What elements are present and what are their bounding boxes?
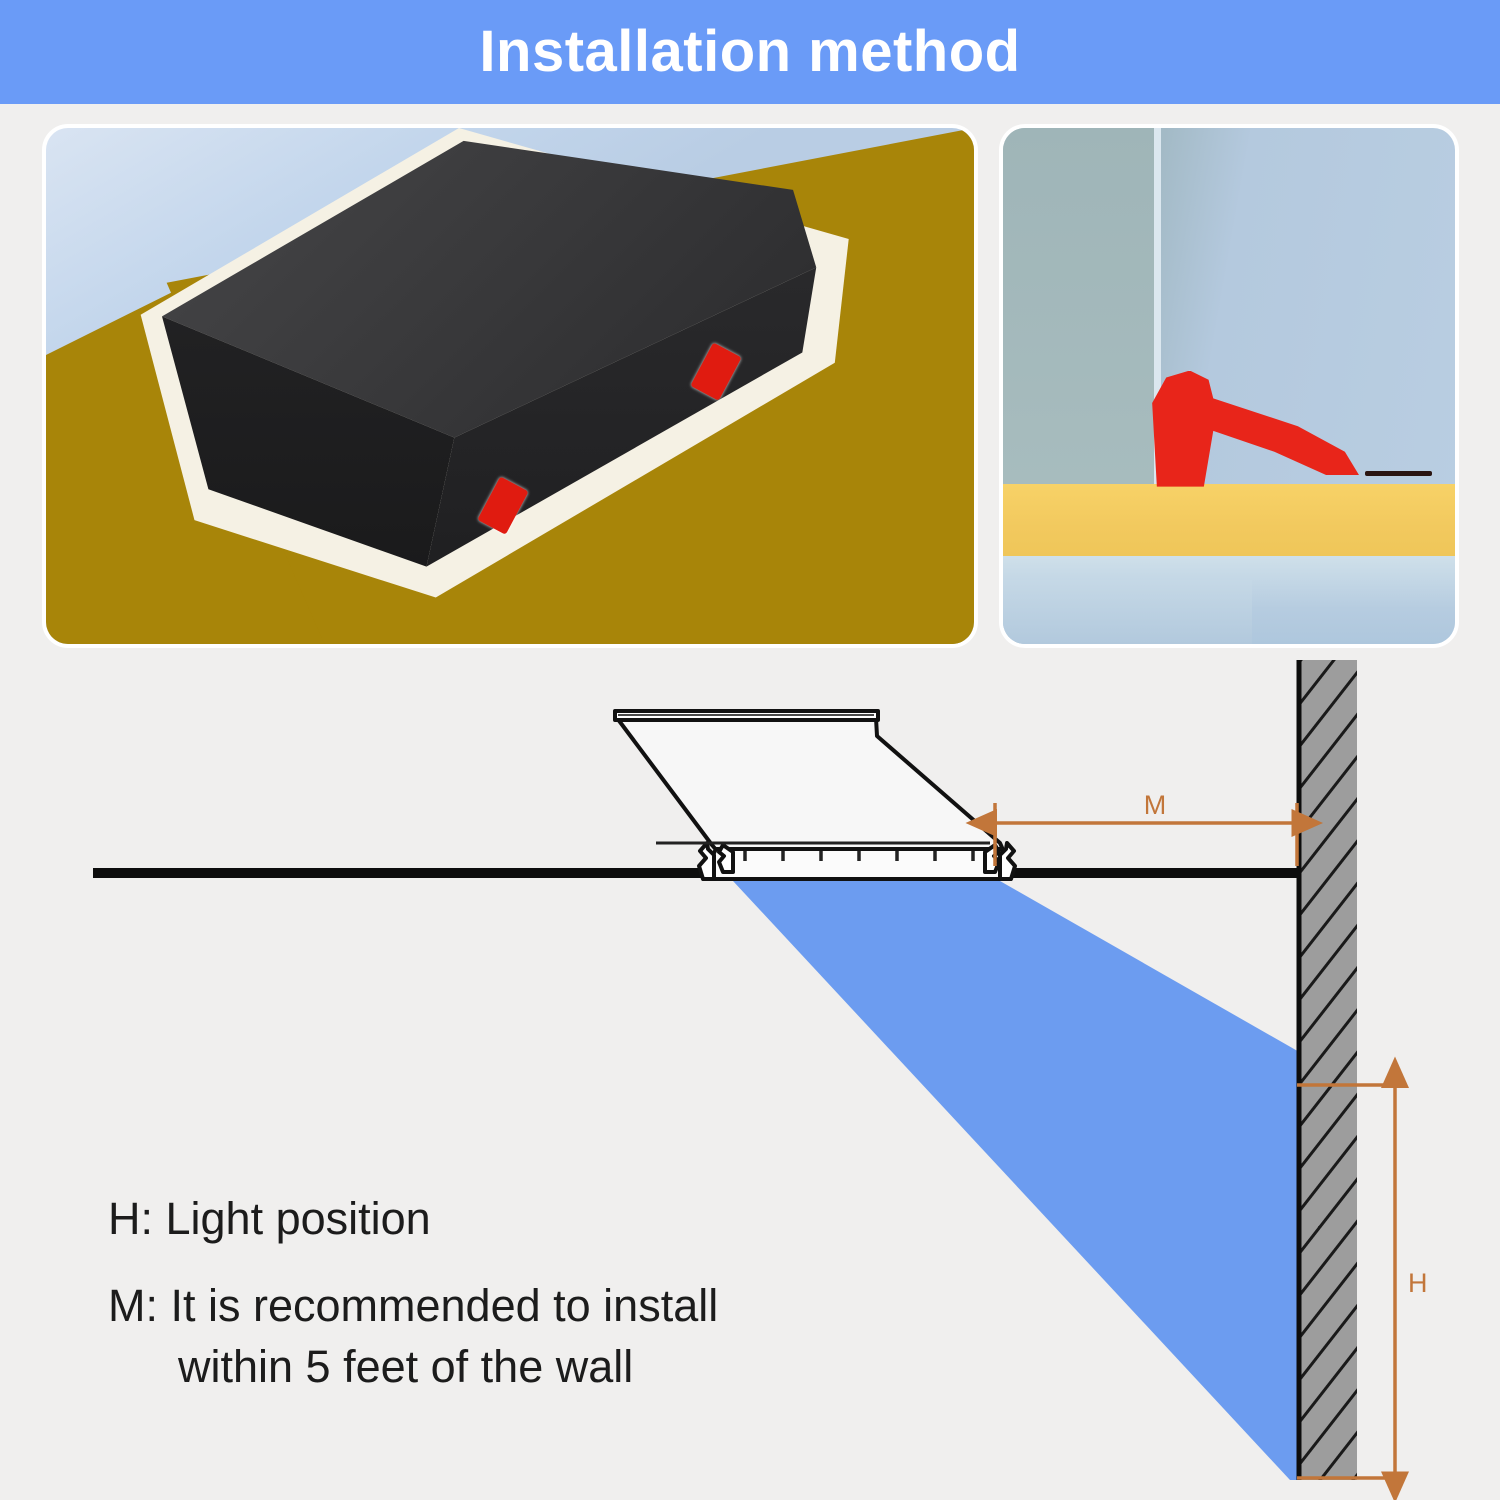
dimension-m-label: M (1144, 790, 1167, 820)
dimension-h (1297, 1056, 1409, 1500)
dimension-h-label: H (1408, 1268, 1428, 1298)
header-banner: Installation method (0, 0, 1500, 104)
fixture-lens-trim (710, 847, 1008, 881)
page-title: Installation method (479, 19, 1021, 84)
legend-h-description: H: Light position (108, 1193, 431, 1244)
clip-photo-wall-face (1003, 128, 1155, 485)
clip-photo-wall-edge (1154, 128, 1162, 485)
photo-panels-row (0, 104, 1500, 649)
light-beam (733, 881, 1357, 1480)
clip-photo-lower-step (1003, 579, 1252, 644)
fixture-housing (615, 716, 1006, 854)
legend-m-description-line1: M: It is recommended to install (108, 1280, 719, 1331)
clip-photo-canvas (1003, 128, 1455, 644)
legend-m-description-line2: within 5 feet of the wall (178, 1341, 634, 1392)
fixture-photo-canvas (46, 128, 974, 644)
fixture-top-plate (613, 709, 880, 722)
light-fixture-section (613, 709, 1017, 881)
fixture-on-ceiling-photo (46, 128, 974, 644)
dimension-m (965, 803, 1323, 866)
legend: H: Light position M: It is recommended t… (108, 1196, 908, 1389)
fixture-spring-tab-left (717, 843, 735, 874)
clip-detail-photo (1003, 128, 1455, 644)
fixture-mounting-clip-left (697, 841, 716, 881)
wall (1296, 660, 1357, 1480)
clip-photo-yellow-trim (1003, 484, 1455, 557)
fixture-spring-tab-right (983, 843, 1001, 874)
ceiling-line (93, 868, 1299, 878)
clip-photo-spring-tail (1364, 471, 1433, 476)
fixture-mounting-clip-right (998, 841, 1017, 881)
fixture-led-segment-ticks (743, 851, 975, 861)
